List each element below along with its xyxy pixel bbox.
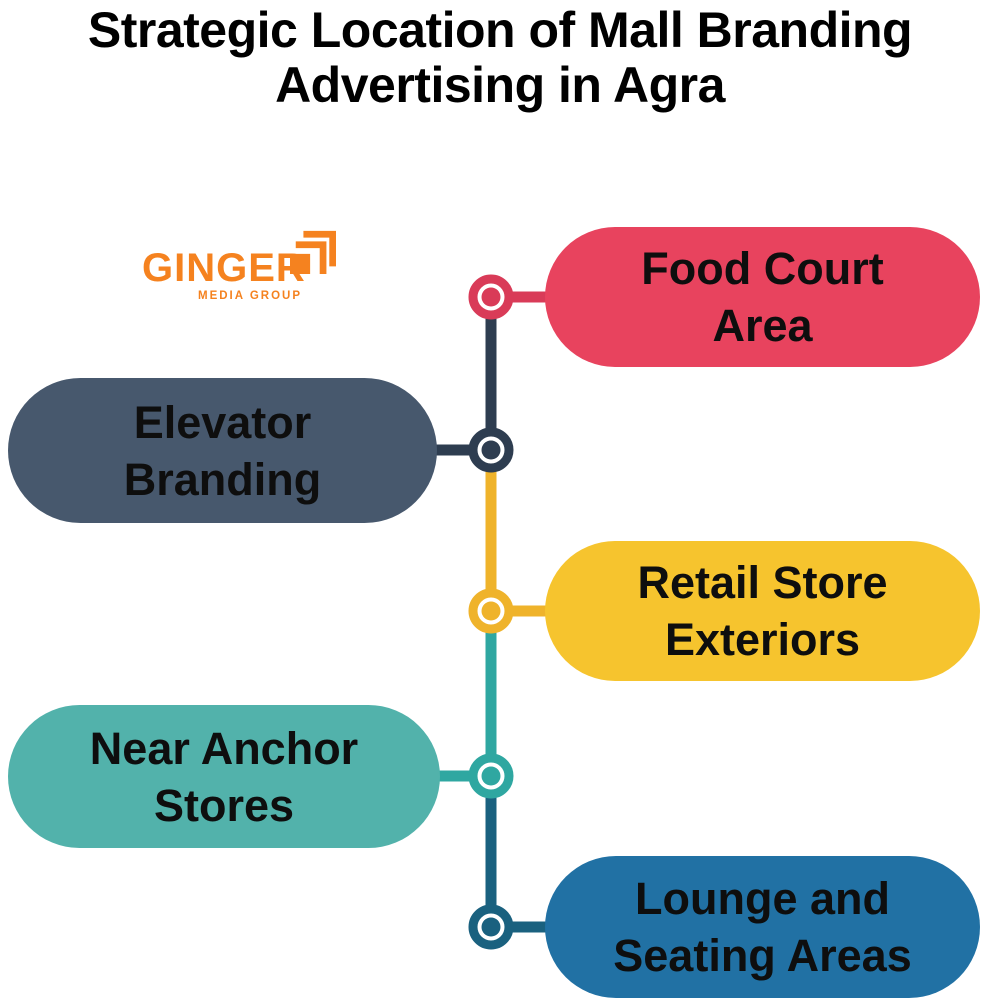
pill-elevator-branding: Elevator Branding bbox=[8, 378, 437, 523]
title-line-2: Advertising in Agra bbox=[275, 57, 725, 113]
pill-label-line: Stores bbox=[153, 779, 295, 831]
pill-label-line: Seating Areas bbox=[613, 930, 912, 981]
timeline-node-dot-lounge bbox=[481, 917, 501, 937]
pill-label-line: Lounge and bbox=[635, 873, 890, 924]
pill-label-line: Elevator bbox=[133, 396, 312, 448]
pill-label-line: Exteriors bbox=[664, 614, 861, 665]
pill-retail-store-exteriors: Retail Store Exteriors bbox=[545, 541, 980, 681]
logo-corner-squares-icon bbox=[290, 230, 336, 274]
title-line-1: Strategic Location of Mall Branding bbox=[87, 2, 913, 58]
pill-label-line: Food Court bbox=[641, 243, 884, 294]
timeline-node-dot-anchor bbox=[481, 766, 501, 786]
pill-label-line: Retail Store bbox=[637, 557, 888, 608]
pill-food-court-area: Food Court Area bbox=[545, 227, 980, 367]
timeline-node-dot-elevator bbox=[481, 440, 501, 460]
pill-label-line: Branding bbox=[123, 453, 322, 505]
timeline-node-dot-food-court bbox=[481, 287, 501, 307]
logo-wordmark: GINGER bbox=[142, 246, 306, 290]
ginger-media-group-logo: GINGER MEDIA GROUP bbox=[142, 228, 352, 308]
pill-near-anchor-stores: Near Anchor Stores bbox=[8, 705, 440, 848]
pill-label-line: Near Anchor bbox=[89, 722, 359, 774]
pill-label-line: Area bbox=[712, 300, 813, 351]
pill-lounge-seating-areas: Lounge and Seating Areas bbox=[545, 856, 980, 998]
timeline-node-dot-retail bbox=[481, 601, 501, 621]
logo-tagline: MEDIA GROUP bbox=[198, 290, 302, 302]
page-title: Strategic Location of Mall Branding Adve… bbox=[0, 0, 1000, 113]
